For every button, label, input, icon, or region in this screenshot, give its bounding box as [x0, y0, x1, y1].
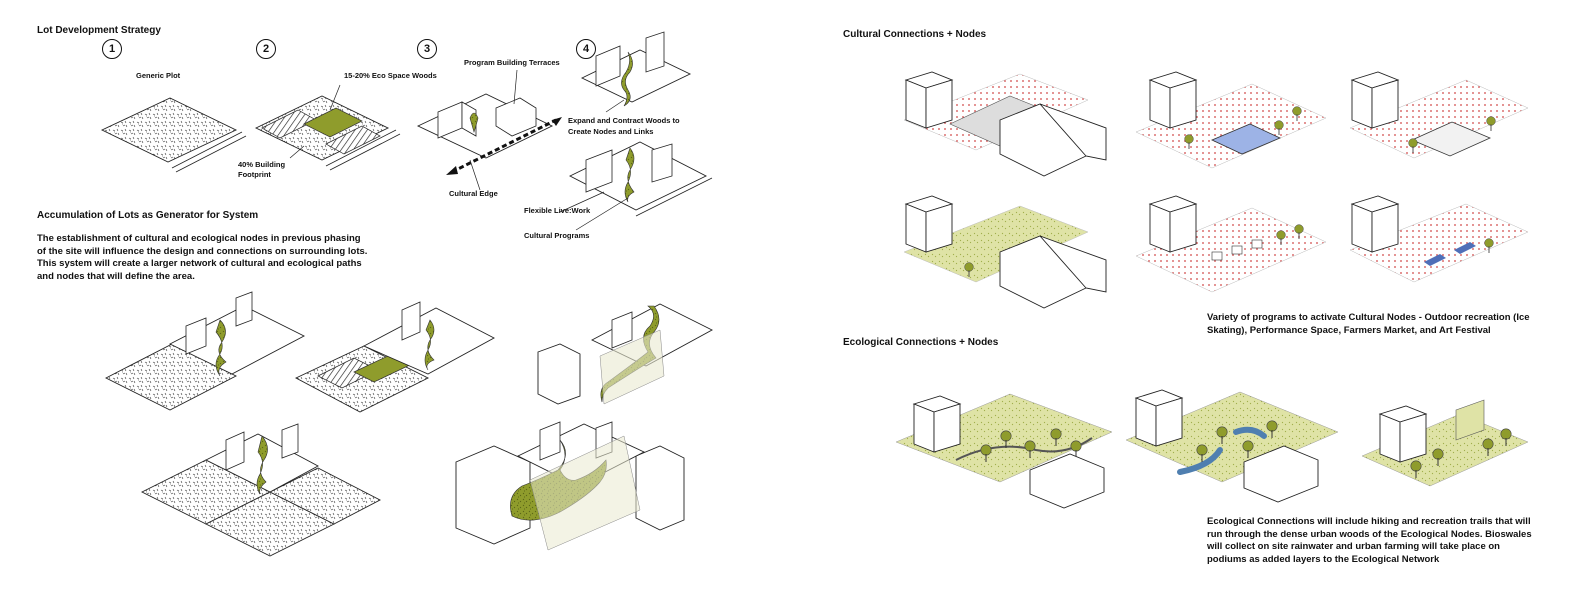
accumulation-body-line: The establishment of cultural and ecolog… — [37, 233, 361, 244]
label-program-terraces: Program Building Terraces — [464, 58, 560, 67]
cultural-scene-1 — [903, 71, 1107, 177]
label-building-footprint-1: 40% Building — [238, 160, 286, 169]
cultural-scene-3 — [1349, 71, 1529, 159]
plot-step-1 — [100, 97, 247, 173]
label-cultural-programs: Cultural Programs — [524, 231, 590, 240]
accumulation-diagram-c — [537, 303, 713, 405]
ecological-caption-line: run through the dense urban woods of the… — [1207, 528, 1532, 540]
ecological-scene-3 — [1361, 399, 1529, 487]
cultural-scene-4 — [903, 195, 1107, 309]
plot-step-4-upper — [580, 31, 692, 113]
accumulation-diagram-d — [140, 423, 381, 557]
accumulation-title: Accumulation of Lots as Generator for Sy… — [37, 210, 259, 221]
ecological-caption-line: will collect on site rainwater and urban… — [1207, 541, 1500, 552]
ecological-caption-line: Ecological Connections will include hiki… — [1207, 516, 1531, 527]
label-eco-space: 15-20% Eco Space Woods — [344, 71, 437, 80]
accumulation-diagram-a — [105, 291, 305, 411]
ecological-scene-1 — [895, 393, 1113, 509]
label-generic-plot: Generic Plot — [136, 71, 181, 80]
plot-step-4-lower — [559, 141, 713, 231]
ecological-caption: Ecological Connections will include hiki… — [1207, 516, 1567, 566]
cultural-scene-6 — [1349, 195, 1529, 283]
step-number-3: 3 — [417, 39, 437, 59]
label-flexible-live-work: Flexible Live:Work — [524, 206, 591, 215]
accumulation-diagram-b — [294, 301, 495, 413]
accumulation-body-line: of the site will influence the design an… — [37, 245, 368, 257]
ecological-title: Ecological Connections + Nodes — [843, 337, 999, 348]
label-expand-contract-2: Create Nodes and Links — [568, 127, 654, 136]
accumulation-body-line: and nodes that will define the area. — [37, 270, 195, 282]
cultural-scene-5 — [1135, 195, 1327, 293]
ecological-caption-line: podiums as added layers to the Ecologica… — [1207, 553, 1440, 565]
step-number-4: 4 — [576, 39, 596, 59]
plot-step-2 — [254, 84, 401, 171]
cultural-scene-2 — [1135, 71, 1327, 169]
accumulation-body: The establishment of cultural and ecolog… — [37, 233, 417, 283]
label-building-footprint-2: Footprint — [238, 170, 271, 179]
ecological-scene-2 — [1125, 389, 1339, 503]
cultural-title: Cultural Connections + Nodes — [843, 29, 987, 40]
plot-step-3 — [416, 69, 562, 191]
lot-strategy-title: Lot Development Strategy — [37, 25, 161, 36]
label-expand-contract-1: Expand and Contract Woods to — [568, 116, 680, 125]
label-cultural-edge: Cultural Edge — [449, 189, 498, 198]
cultural-caption-line: Skating), Performance Space, Farmers Mar… — [1207, 324, 1491, 336]
accumulation-diagram-e — [455, 421, 685, 551]
cultural-caption-line: Variety of programs to activate Cultural… — [1207, 312, 1530, 323]
step-number-1: 1 — [102, 39, 122, 59]
step-number-2: 2 — [256, 39, 276, 59]
cultural-caption: Variety of programs to activate Cultural… — [1207, 312, 1567, 337]
accumulation-body-line: This system will create a larger network… — [37, 258, 362, 269]
